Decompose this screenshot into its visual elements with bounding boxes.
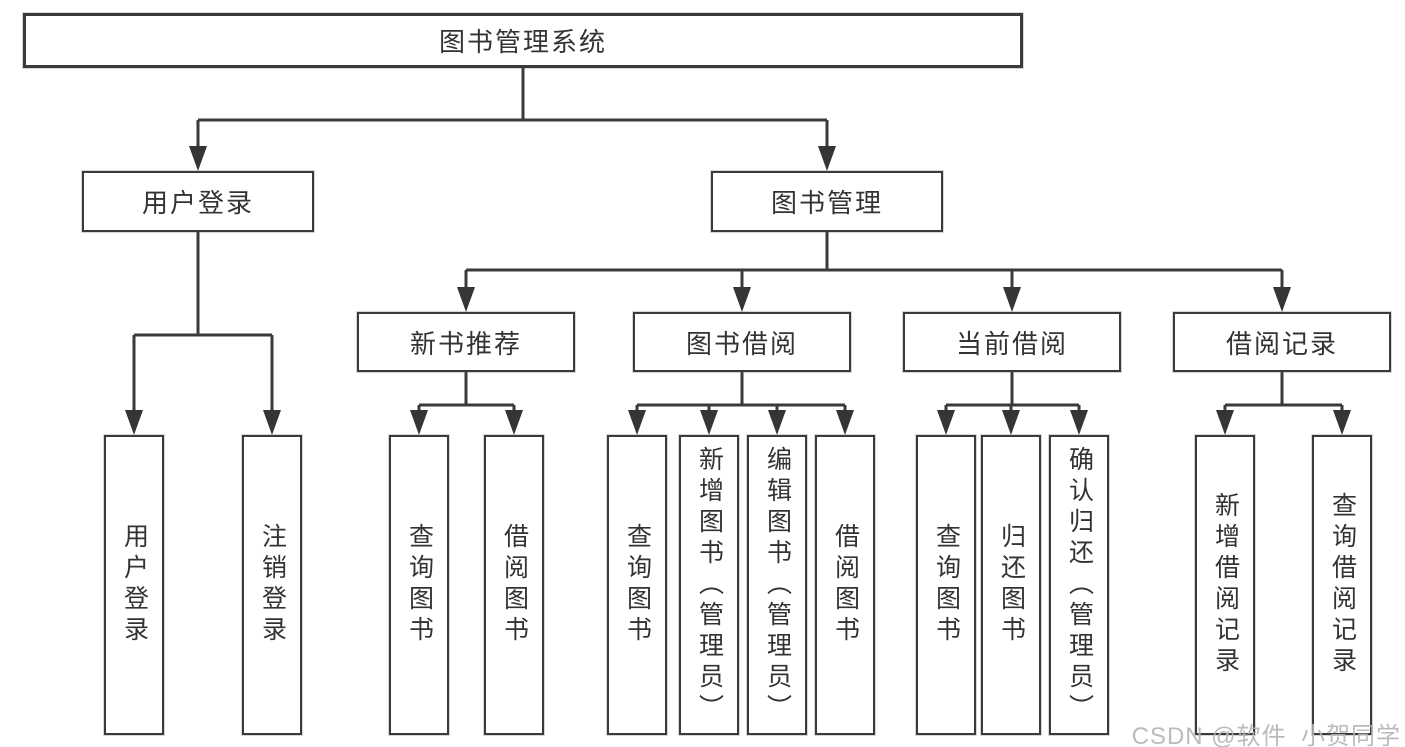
leaf-borrow-books: 借阅图书 (815, 435, 875, 735)
arrowhead (937, 410, 955, 435)
node-user-login: 用户登录 (82, 171, 314, 232)
node-library-management-system: 图书管理系统 (23, 13, 1023, 68)
node-book-borrow: 图书借阅 (633, 312, 851, 372)
arrowhead (818, 146, 836, 171)
node-label: 图书管理 (770, 188, 883, 218)
node-label: 新增图书（管理员） (695, 445, 724, 725)
leaf-query-books-current: 查询图书 (916, 435, 976, 735)
node-borrow-records: 借阅记录 (1173, 312, 1391, 372)
arrowhead (1273, 287, 1291, 312)
csdn-watermark: CSDN @软件_小贺同学 (1131, 723, 1401, 747)
arrowhead (700, 410, 718, 435)
arrowhead (505, 410, 523, 435)
node-label: 查询图书 (405, 523, 434, 647)
arrowhead (1003, 287, 1021, 312)
arrowhead (836, 410, 854, 435)
connector-book-management-branch (464, 232, 1284, 291)
connector-user-login-branch (132, 232, 274, 414)
node-label: 查询图书 (623, 523, 652, 647)
arrowhead (457, 287, 475, 312)
arrowhead (410, 410, 428, 435)
node-label: 借阅记录 (1225, 328, 1338, 359)
node-label: 用户登录 (120, 523, 149, 647)
arrowhead (1002, 410, 1020, 435)
node-label: 注销登录 (258, 523, 287, 647)
leaf-user-login: 用户登录 (104, 435, 164, 735)
node-label: 图书管理系统 (438, 27, 607, 57)
node-label: 确认归还（管理员） (1065, 445, 1094, 725)
leaf-query-books-recommend: 查询图书 (389, 435, 449, 735)
arrowhead (768, 410, 786, 435)
leaf-borrow-books-recommend: 借阅图书 (484, 435, 544, 735)
node-label: 查询借阅记录 (1328, 492, 1357, 678)
leaf-add-book-admin: 新增图书（管理员） (679, 435, 739, 735)
arrowhead (263, 410, 281, 435)
connector-current-borrow-branch (944, 372, 1081, 414)
connector-book-borrow-branch (635, 372, 847, 414)
arrowhead (125, 410, 143, 435)
node-new-book-recommend: 新书推荐 (357, 312, 575, 372)
node-label: 图书借阅 (685, 328, 798, 359)
connector-borrow-records-branch (1223, 372, 1344, 414)
arrowhead (189, 146, 207, 171)
arrowhead (628, 410, 646, 435)
connector-new-book-branch (417, 372, 516, 414)
node-current-borrow: 当前借阅 (903, 312, 1121, 372)
leaf-edit-book-admin: 编辑图书（管理员） (747, 435, 807, 735)
leaf-return-book: 归还图书 (981, 435, 1041, 735)
node-book-management: 图书管理 (711, 171, 943, 232)
node-label: 查询图书 (932, 523, 961, 647)
node-label: 编辑图书（管理员） (763, 445, 792, 725)
arrowhead (1216, 410, 1234, 435)
arrowhead (1070, 410, 1088, 435)
node-label: 归还图书 (997, 523, 1026, 647)
connector-root-to-level2 (196, 68, 829, 150)
node-label: 借阅图书 (831, 523, 860, 647)
node-label: 当前借阅 (955, 328, 1068, 359)
leaf-query-books-borrow: 查询图书 (607, 435, 667, 735)
node-label: 新增借阅记录 (1211, 492, 1240, 678)
leaf-query-borrow-record: 查询借阅记录 (1312, 435, 1372, 735)
node-label: 新书推荐 (409, 328, 522, 359)
node-label: 借阅图书 (500, 523, 529, 647)
leaf-confirm-return-admin: 确认归还（管理员） (1049, 435, 1109, 735)
leaf-add-borrow-record: 新增借阅记录 (1195, 435, 1255, 735)
arrowhead (1333, 410, 1351, 435)
leaf-logout: 注销登录 (242, 435, 302, 735)
arrowhead (733, 287, 751, 312)
node-label: 用户登录 (141, 188, 254, 218)
